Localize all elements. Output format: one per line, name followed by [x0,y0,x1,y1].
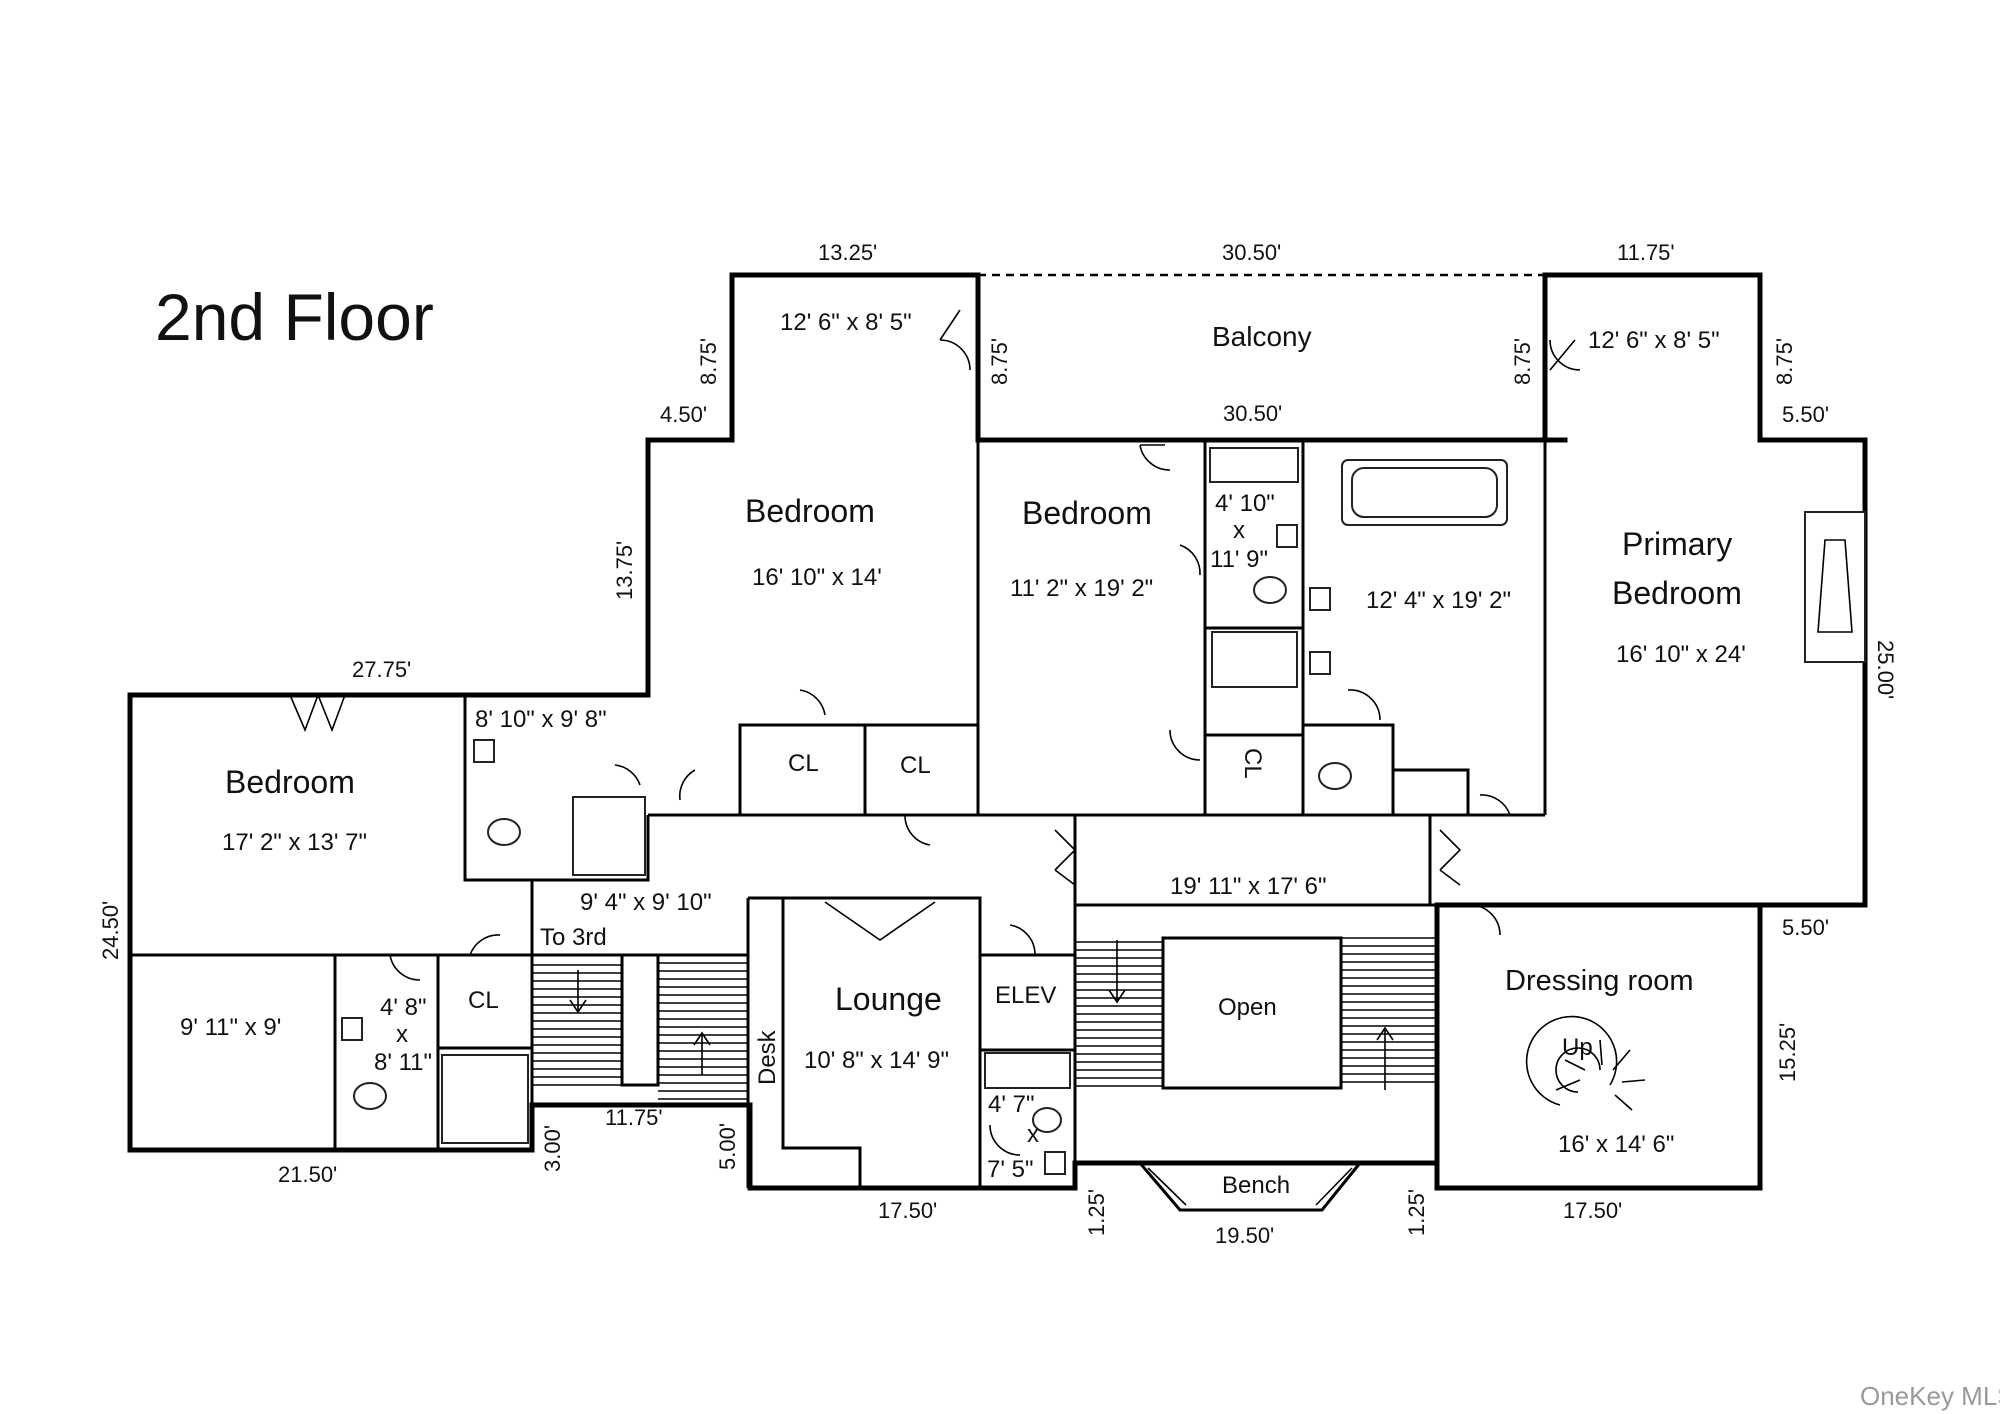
bedroom-middle-name: Bedroom [745,493,875,529]
dim-top-left-depth-right: 8.75' [987,338,1012,385]
dim-balcony-bottom: 30.50' [1223,401,1282,426]
bath-left-size: 8' 10" x 9' 8" [475,706,607,733]
dim-stair-width: 11.75' [605,1105,663,1130]
dim-bench-width: 19.50' [1215,1223,1274,1248]
closet-left-name: CL [468,987,499,1014]
lounge-name: Lounge [835,981,942,1017]
bedroom-left-size: 17' 2" x 13' 7" [222,829,367,856]
interior-walls [130,440,1547,1188]
toilet-elev [1032,1107,1062,1133]
dressing-room-size: 16' x 14' 6" [1558,1131,1674,1158]
open-name: Open [1218,994,1277,1021]
bath-small-width: 4' 8" [380,994,426,1021]
watermark: OneKey MLS [1860,1381,2000,1411]
bath-center-depth: 11' 9" [1210,546,1268,573]
landing-size: 19' 11" x 17' 6" [1170,873,1327,900]
bath-elev-width: 4' 7" [988,1091,1034,1118]
dim-bottom-dressing: 17.50' [1563,1198,1622,1223]
dim-step-3: 3.00' [540,1125,565,1172]
bathtub [1209,447,1299,483]
dim-bench-right: 1.25' [1404,1189,1429,1236]
dim-bench-left: 1.25' [1084,1189,1109,1236]
shower-small [441,1054,529,1144]
bath-center-x: x [1233,517,1245,544]
dim-left-wing-width: 27.75' [352,657,411,682]
doors [289,309,1581,1156]
dim-top-right-depth-left: 8.75' [1510,338,1535,385]
closet-center-name: CL [1239,748,1266,779]
bath-elev-x: x [1027,1121,1039,1148]
primary-bedroom-name-1: Primary [1622,526,1732,562]
dim-bottom-lounge: 17.50' [878,1198,937,1223]
dim-step-right-mid: 5.50' [1782,915,1829,940]
toilet-primary [1318,762,1352,790]
bath-small-depth: 8' 11" [374,1049,432,1076]
dimension-labels: 13.25' 30.50' 11.75' 8.75' 8.75' 8.75' 8… [98,240,1898,1248]
dim-bottom-left: 21.50' [278,1162,337,1187]
dim-primary-depth: 25.00' [1873,640,1898,699]
sink-primary-b [1309,651,1331,675]
dim-middle-left-depth: 13.75' [612,541,637,600]
fireplace [1804,511,1866,663]
dim-top-left-width: 13.25' [818,240,877,265]
bath-small-x: x [396,1021,408,1048]
sink-left [473,739,495,763]
primary-bedroom-size: 16' 10" x 24' [1616,641,1746,668]
bedroom-middle-size: 16' 10" x 14' [752,564,882,591]
toilet-center [1253,576,1287,604]
hall-small-size: 9' 4" x 9' 10" [580,889,712,916]
bench-name: Bench [1222,1172,1290,1199]
dim-top-right-width: 11.75' [1617,240,1675,265]
shower-elev [984,1052,1071,1089]
dim-top-right-depth-right: 8.75' [1772,338,1797,385]
elevator-name: ELEV [995,982,1056,1009]
room-labels: Bedroom 17' 2" x 13' 7" 9' 11" x 9' 8' 1… [180,309,1746,1199]
staircases [532,937,1437,1100]
bath-center-width: 4' 10" [1215,490,1275,517]
dim-left-depth: 24.50' [98,901,123,960]
sink-elev [1044,1151,1066,1175]
spiral-stair-up: Up [1562,1034,1593,1061]
balcony-name: Balcony [1212,321,1312,352]
dim-step-left: 4.50' [660,402,707,427]
spiral-stair [1525,1015,1646,1111]
bath-elev-depth: 7' 5" [987,1156,1033,1183]
stairs-to-3rd-label: To 3rd [540,924,607,951]
closet-a-name: CL [788,750,819,777]
shower-left [572,796,646,876]
primary-bath-size: 12' 4" x 19' 2" [1366,587,1511,614]
sink-small [341,1017,363,1041]
dim-step-5: 5.00' [715,1123,740,1170]
bedroom-center-name: Bedroom [1022,495,1152,531]
bench-bay [1138,1162,1362,1212]
room-top-right-size: 12' 6" x 8' 5" [1588,327,1720,354]
desk-name: Desk [754,1029,781,1085]
lounge-size: 10' 8" x 14' 9" [804,1047,949,1074]
bedroom-center-size: 11' 2" x 19' 2" [1010,575,1153,602]
sink-primary-a [1309,587,1331,611]
bedroom-left-name: Bedroom [225,764,355,800]
toilet-small [353,1082,387,1110]
dim-balcony-width: 30.50' [1222,240,1281,265]
toilet-left [487,818,521,846]
dim-top-left-depth-left: 8.75' [696,338,721,385]
floor-title: 2nd Floor [155,280,434,354]
shower-center [1211,631,1298,688]
bath-fixtures [341,447,1866,1175]
dim-step-right-top: 5.50' [1782,402,1829,427]
room-top-left-size: 12' 6" x 8' 5" [780,309,912,336]
sink-center [1276,524,1298,548]
primary-bedroom-name-2: Bedroom [1612,575,1742,611]
bedroom-left-alcove-size: 9' 11" x 9' [180,1014,281,1041]
dressing-room-name: Dressing room [1505,965,1694,997]
dim-dressing-depth: 15.25' [1775,1023,1800,1082]
closet-b-name: CL [900,752,931,779]
